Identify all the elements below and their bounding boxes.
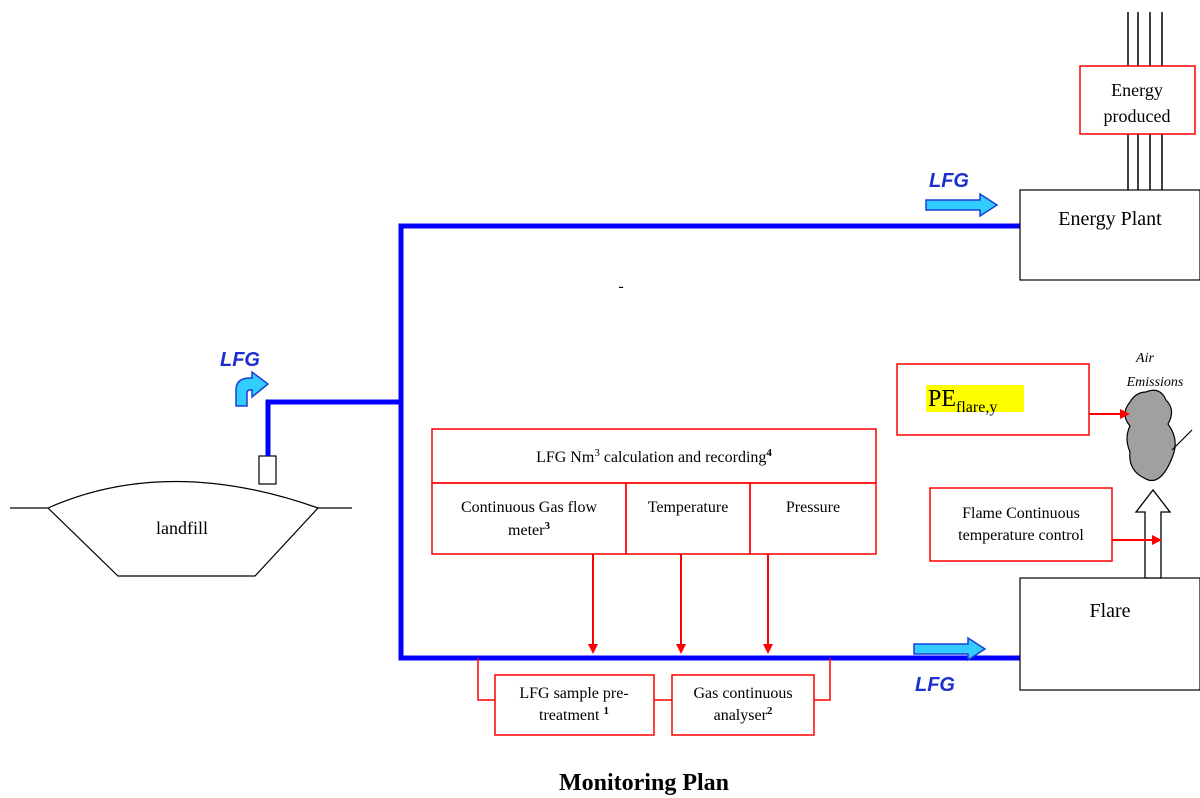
landfill: landfill	[10, 480, 352, 577]
gas-analyser-box	[671, 674, 815, 736]
energy-plant-box	[1019, 189, 1200, 281]
flare-label: Flare	[1089, 600, 1130, 622]
air-emissions-label-line2: Emissions	[1126, 375, 1184, 390]
air-emissions-cloud-icon	[1124, 389, 1193, 482]
gas-flow-meter-label-line2: meter3	[508, 520, 550, 539]
gas-analyser-label-line2: analyser2	[714, 705, 773, 724]
gas-flow-meter-label-line1: Continuous Gas flow	[461, 499, 597, 516]
flame-temperature-label-line2: temperature control	[958, 527, 1084, 544]
pe-highlight	[926, 385, 1024, 412]
measurement-block	[431, 428, 877, 555]
sampling-loop	[477, 658, 831, 736]
lfg-curved-arrow-icon	[235, 370, 270, 407]
flame-temperature-label-line1: Flame Continuous	[962, 505, 1080, 522]
pipe-main-header	[398, 223, 1020, 661]
temperature-label: Temperature	[648, 499, 729, 516]
lfg-label-energy: LFG	[929, 170, 969, 192]
lfg-flow-arrow-bottom-icon	[913, 636, 987, 662]
diagram-caption: Monitoring Plan	[559, 770, 729, 796]
sample-pretreatment-box	[494, 674, 655, 736]
lfg-pipeline	[265, 223, 1020, 661]
lfg-label-flare: LFG	[915, 674, 955, 696]
sample-pretreatment-label-line2: treatment 1	[539, 705, 609, 724]
landfill-label: landfill	[156, 518, 208, 538]
flare-box	[1019, 577, 1200, 691]
lfg-flow-arrow-top-icon	[925, 192, 999, 218]
air-emissions-label-line1: Air	[1135, 351, 1154, 366]
gas-analyser-label-line1: Gas continuous	[693, 685, 792, 702]
flame-temperature-box	[929, 487, 1113, 562]
energy-produced-box	[1079, 65, 1196, 135]
energy-plant-label: Energy Plant	[1058, 208, 1162, 230]
wellhead	[258, 455, 277, 485]
dash-mark: -	[618, 278, 623, 295]
lfg-label-landfill: LFG	[220, 349, 260, 371]
sample-pretreatment-label-line1: LFG sample pre-	[519, 685, 628, 702]
calculation-recording-label: LFG Nm3 calculation and recording4	[536, 447, 772, 466]
energy-produced-label-line2: produced	[1104, 106, 1171, 126]
pe-flare-label: PEflare,y	[928, 386, 997, 416]
flare-exhaust-arrow-icon	[1134, 488, 1172, 579]
energy-produced-label-line1: Energy	[1111, 80, 1163, 100]
measurement-arrows	[588, 554, 773, 654]
pressure-label: Pressure	[786, 499, 840, 516]
pipe-from-landfill	[265, 399, 401, 456]
